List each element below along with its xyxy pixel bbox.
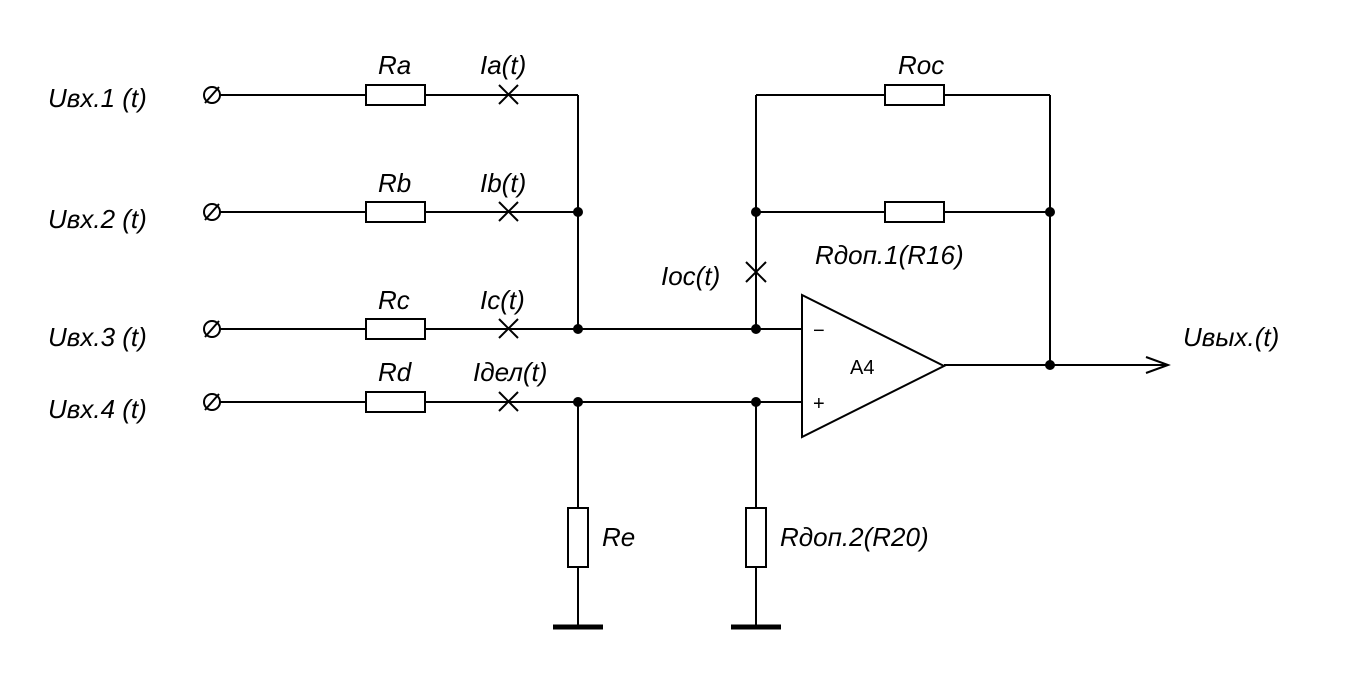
output-arrow-icon	[1145, 356, 1171, 374]
junction-dot	[751, 207, 761, 217]
ground-branch-re: Re	[553, 397, 635, 630]
junction-dot	[573, 207, 583, 217]
resistor-label-rdop1: Rдоп.1(R16)	[815, 240, 964, 270]
output-line: Uвых.(t)	[944, 322, 1279, 374]
current-marker-ioc	[745, 261, 767, 283]
input-label-1: Uвх.1 (t)	[48, 83, 147, 113]
current-label-ib: Ib(t)	[480, 168, 526, 198]
junction-dot	[751, 324, 761, 334]
input-branch-3: Uвх.3 (t) Rc Ic(t)	[48, 285, 802, 352]
summing-bus	[573, 95, 583, 334]
current-marker-ib	[498, 201, 519, 222]
junction-dot	[573, 324, 583, 334]
resistor-rd	[365, 391, 426, 413]
input-terminal-4	[203, 393, 221, 411]
input-label-3: Uвх.3 (t)	[48, 322, 147, 352]
inverting-input-sign: −	[813, 320, 825, 342]
junction-dot	[1045, 360, 1055, 370]
opamp-triangle	[801, 293, 947, 439]
resistor-rdop2	[745, 507, 767, 568]
input-terminal-2	[203, 203, 221, 221]
resistor-label-rdop2: Rдоп.2(R20)	[780, 522, 929, 552]
resistor-label-rd: Rd	[378, 357, 413, 387]
output-label: Uвых.(t)	[1183, 322, 1279, 352]
input-terminal-1	[203, 86, 221, 104]
resistor-label-re: Re	[602, 522, 635, 552]
resistor-rb	[365, 201, 426, 223]
resistor-label-ra: Ra	[378, 50, 411, 80]
resistor-roc	[884, 84, 945, 106]
resistor-rc	[365, 318, 426, 340]
resistor-re	[567, 507, 589, 568]
input-terminal-3	[203, 320, 221, 338]
feedback-network: Roc Rдоп.1(R16) Ioc(t)	[661, 50, 1055, 365]
input-label-2: Uвх.2 (t)	[48, 204, 147, 234]
resistor-label-rc: Rc	[378, 285, 410, 315]
resistor-label-rb: Rb	[378, 168, 411, 198]
input-branch-2: Uвх.2 (t) Rb Ib(t)	[48, 168, 578, 234]
opamp-label: A4	[850, 357, 874, 379]
current-label-ic: Ic(t)	[480, 285, 525, 315]
resistor-ra	[365, 84, 426, 106]
current-label-ia: Ia(t)	[480, 50, 526, 80]
input-label-4: Uвх.4 (t)	[48, 394, 147, 424]
current-marker-ia	[498, 84, 519, 105]
current-marker-idel	[498, 391, 519, 412]
resistor-rdop1	[884, 201, 945, 223]
current-label-ioc: Ioc(t)	[661, 261, 720, 291]
current-label-idel: Iдел(t)	[473, 357, 547, 387]
resistor-label-roc: Roc	[898, 50, 944, 80]
ground-branch-rdop2: Rдоп.2(R20)	[731, 397, 929, 630]
current-marker-ic	[498, 318, 519, 339]
input-branch-1: Uвх.1 (t) Ra Ia(t)	[48, 50, 578, 113]
noninverting-input-sign: +	[813, 393, 825, 415]
input-branch-4: Uвх.4 (t) Rd Iдел(t)	[48, 357, 802, 424]
junction-dot	[1045, 207, 1055, 217]
opamp-a4: − + A4	[801, 293, 947, 439]
